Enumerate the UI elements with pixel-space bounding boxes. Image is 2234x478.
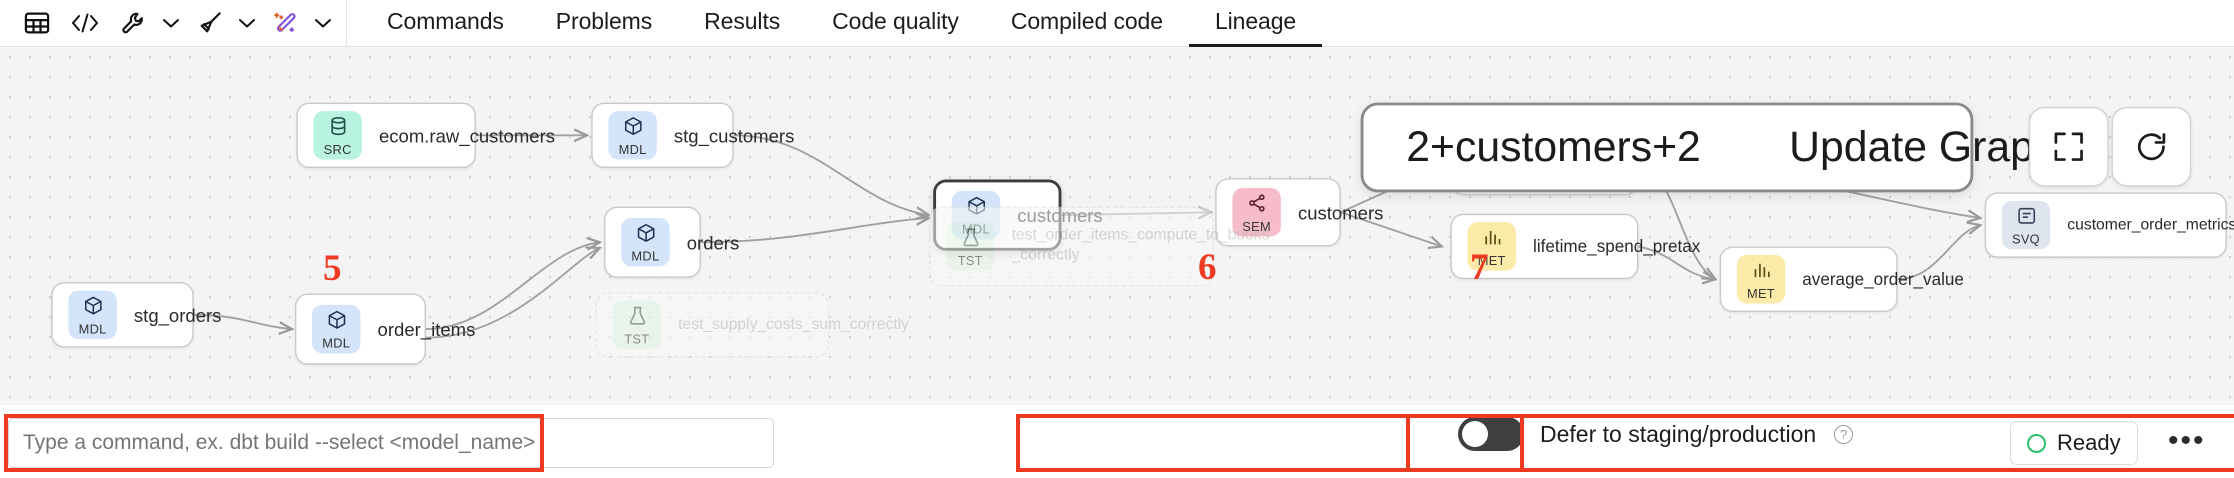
mdl-badge-text: MDL bbox=[78, 321, 107, 336]
top-toolbar: Commands Problems Results Code quality C… bbox=[0, 0, 2234, 47]
mdl-badge-icon: MDL bbox=[621, 217, 670, 267]
table-icon[interactable] bbox=[14, 3, 60, 43]
lineage-node-label: test_order_items_compute_to_books _corre… bbox=[1011, 226, 1270, 264]
met-badge-text: MET bbox=[1747, 285, 1775, 300]
lineage-node-label: order_items bbox=[377, 318, 476, 340]
svq-badge-text: SVQ bbox=[2012, 231, 2040, 246]
met-badge-icon: MET bbox=[1467, 222, 1516, 271]
tst-badge-icon: TST bbox=[946, 222, 995, 271]
mdl-badge-text: MDL bbox=[631, 248, 660, 263]
wrench-icon[interactable] bbox=[110, 3, 156, 43]
tab-results-label: Results bbox=[704, 8, 781, 34]
lineage-node-test-order-items[interactable]: TST test_order_items_compute_to_books _c… bbox=[928, 206, 1269, 287]
update-graph-button[interactable]: Update Graph bbox=[1789, 123, 2058, 171]
lineage-node-label: average_order_value bbox=[1802, 269, 1964, 290]
tab-lineage[interactable]: Lineage bbox=[1188, 0, 1323, 47]
tst-badge-icon: TST bbox=[612, 300, 662, 350]
status-dot-icon bbox=[2027, 433, 2046, 453]
refresh-icon bbox=[2137, 133, 2166, 161]
broom-icon[interactable] bbox=[186, 3, 232, 43]
sem-badge-icon: SEM bbox=[1232, 188, 1281, 237]
toolbar-divider bbox=[346, 0, 347, 46]
expand-icon bbox=[2054, 132, 2083, 161]
defer-toggle-group[interactable]: Defer to staging/production ? bbox=[1458, 417, 1854, 451]
mdl-badge-text: MDL bbox=[618, 141, 647, 156]
mdl-badge-icon: MDL bbox=[68, 290, 117, 340]
status-label: Ready bbox=[2057, 430, 2121, 455]
tab-code-quality[interactable]: Code quality bbox=[806, 0, 985, 47]
toolbar-icon-group bbox=[0, 0, 361, 47]
graph-selector-expression[interactable]: 2+customers+2 bbox=[1406, 123, 1701, 171]
mdl-badge-icon: MDL bbox=[608, 111, 657, 160]
lineage-node-label: stg_orders bbox=[133, 304, 222, 326]
fit-view-button[interactable] bbox=[2028, 106, 2109, 187]
refresh-graph-button[interactable] bbox=[2111, 106, 2192, 187]
svq-badge-icon: SVQ bbox=[2001, 200, 2051, 250]
lineage-node-label: customers bbox=[1297, 201, 1384, 223]
lineage-node-orders[interactable]: MDL orders bbox=[604, 206, 739, 278]
tab-code-quality-label: Code quality bbox=[832, 8, 959, 34]
tab-compiled-code[interactable]: Compiled code bbox=[985, 0, 1189, 47]
lineage-node-stg-customers[interactable]: MDL stg_customers bbox=[591, 102, 794, 169]
lineage-node-order-items[interactable]: MDL order_items bbox=[294, 293, 475, 365]
lineage-node-label: test_supply_costs_sum_correctly bbox=[678, 316, 910, 334]
tab-problems[interactable]: Problems bbox=[530, 0, 678, 47]
tab-lineage-label: Lineage bbox=[1214, 8, 1297, 34]
lineage-node-label: stg_customers bbox=[673, 124, 795, 147]
met-badge-icon: MET bbox=[1736, 255, 1786, 304]
tab-commands-label: Commands bbox=[387, 8, 504, 34]
tab-compiled-code-label: Compiled code bbox=[1010, 8, 1163, 34]
lineage-node-label: lifetime_spend_pretax bbox=[1533, 236, 1701, 257]
help-icon[interactable]: ? bbox=[1834, 424, 1854, 444]
toggle-knob bbox=[1462, 421, 1488, 447]
defer-label: Defer to staging/production bbox=[1540, 420, 1817, 447]
lineage-node-customer-order-metrics[interactable]: SVQ customer_order_metrics bbox=[1984, 192, 2234, 258]
tab-bar: Commands Problems Results Code quality C… bbox=[361, 0, 1323, 47]
sem-badge-text: SEM bbox=[1242, 218, 1271, 233]
chevron-down-icon-broom[interactable] bbox=[234, 3, 260, 43]
lineage-node-customers-semantic[interactable]: SEM customers bbox=[1215, 178, 1383, 247]
lineage-node-label: orders bbox=[686, 231, 740, 253]
met-badge-text: MET bbox=[1477, 252, 1506, 268]
lineage-node-stg-orders[interactable]: MDL stg_orders bbox=[51, 282, 221, 348]
tab-problems-label: Problems bbox=[555, 8, 653, 34]
code-icon[interactable] bbox=[62, 3, 108, 43]
lineage-node-average-order-value[interactable]: MET average_order_value bbox=[1719, 246, 1964, 313]
lineage-node-label: customer_order_metrics bbox=[2067, 216, 2234, 234]
chevron-down-icon-wrench[interactable] bbox=[158, 3, 184, 43]
src-badge-text: SRC bbox=[323, 141, 352, 156]
tst-badge-text: TST bbox=[957, 252, 983, 268]
command-input[interactable] bbox=[8, 418, 774, 468]
mdl-badge-icon: MDL bbox=[312, 304, 361, 354]
defer-toggle[interactable] bbox=[1458, 417, 1524, 451]
magic-wand-icon[interactable] bbox=[262, 3, 308, 43]
lineage-node-lifetime-spend-pretax[interactable]: MET lifetime_spend_pretax bbox=[1450, 213, 1700, 280]
lineage-node-test-supply-costs[interactable]: TST test_supply_costs_sum_correctly bbox=[595, 292, 909, 358]
tab-results[interactable]: Results bbox=[678, 0, 806, 47]
tst-badge-text: TST bbox=[624, 331, 650, 346]
status-badge[interactable]: Ready bbox=[2010, 421, 2138, 465]
lineage-node-ecom-raw-customers[interactable]: SRC ecom.raw_customers bbox=[296, 102, 555, 169]
tab-commands[interactable]: Commands bbox=[361, 0, 530, 47]
lineage-canvas[interactable]: SRC ecom.raw_customers MDL stg_customers… bbox=[0, 47, 2234, 405]
graph-selector-overlay[interactable]: 2+customers+2 Update Graph bbox=[1360, 102, 2058, 193]
mdl-badge-text: MDL bbox=[322, 335, 351, 350]
chevron-down-icon-wand[interactable] bbox=[310, 3, 336, 43]
lineage-node-label: ecom.raw_customers bbox=[378, 124, 556, 147]
more-options-button[interactable]: ••• bbox=[2168, 424, 2206, 457]
src-badge-icon: SRC bbox=[313, 111, 362, 160]
